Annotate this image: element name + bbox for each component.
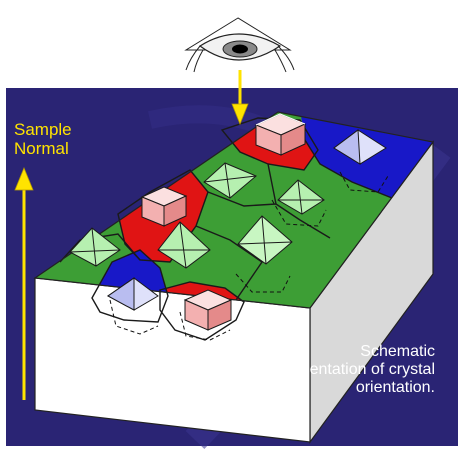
caption-line1: Schematic [360,343,435,360]
arrow-up-icon [14,166,34,400]
caption-line3: orientation. [355,378,435,396]
sample-normal-label: Sample Normal [14,120,104,158]
subsurface-grain-outlines [109,171,389,341]
grain-boundaries [59,117,393,341]
crystal-cube [183,289,233,331]
eye-icon [184,17,295,73]
sample-normal-line2: Normal [14,139,69,159]
crystal-pyramid [277,179,325,215]
crystal-cube [254,113,307,156]
crystal-cube [140,186,188,227]
caption-line2: Representation of crystal [258,360,435,378]
crystal-pyramid [107,277,159,311]
crystals [69,113,387,331]
diagram-caption: Schematic Representation of crystal orie… [205,343,435,397]
crystal-pyramid [69,227,121,267]
crystal-pyramid [203,162,257,199]
crystal-pyramid [237,215,293,265]
crystal-pyramid [333,129,387,165]
crystal-pyramid [157,221,211,269]
sample-normal-line1: Sample [14,120,72,139]
arrow-down-icon [231,70,249,126]
